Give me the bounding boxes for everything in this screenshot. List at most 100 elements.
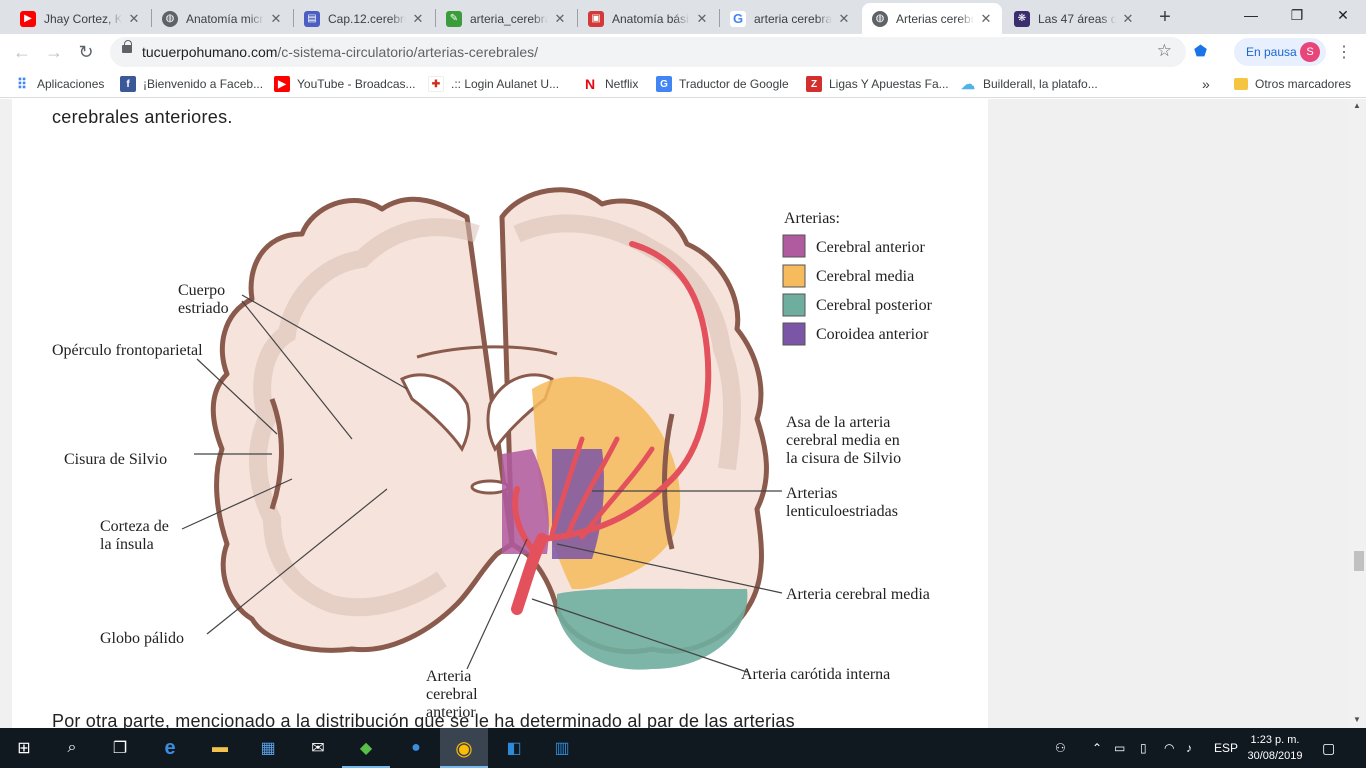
- game-app-icon[interactable]: ◆: [342, 728, 390, 768]
- edge-icon[interactable]: e: [146, 728, 194, 768]
- tab-title: Anatomía micr...: [186, 12, 264, 26]
- bookmark-other[interactable]: Otros marcadores: [1234, 75, 1351, 93]
- bookmark-label: Aplicaciones: [37, 77, 104, 91]
- bookmark-label: YouTube - Broadcas...: [297, 77, 416, 91]
- chevron-up-icon[interactable]: ⌃: [1092, 728, 1102, 768]
- close-tab-icon[interactable]: ✕: [694, 11, 710, 27]
- legend-label-cerebral-posterior: Cerebral posterior: [816, 297, 933, 314]
- extension-icon[interactable]: ⬟: [1194, 42, 1212, 60]
- profile-status: En pausa: [1246, 45, 1297, 59]
- tab-8[interactable]: ❋ Las 47 áreas de... ✕: [1004, 3, 1144, 34]
- close-tab-icon[interactable]: ✕: [978, 11, 994, 27]
- close-window-button[interactable]: ✕: [1320, 0, 1366, 30]
- legend-label-coroidea-anterior: Coroidea anterior: [816, 326, 929, 343]
- address-bar[interactable]: tucuerpohumano.com/c-sistema-circulatori…: [110, 37, 1186, 67]
- keyboard-icon[interactable]: ▭: [1114, 728, 1125, 768]
- profile-button[interactable]: En pausa S: [1234, 38, 1326, 66]
- search-icon[interactable]: ⌕: [48, 728, 96, 768]
- territory-cerebral-posterior: [557, 589, 747, 670]
- zoom-icon[interactable]: ●: [392, 728, 440, 768]
- close-tab-icon[interactable]: ✕: [410, 11, 426, 27]
- volume-icon[interactable]: ♪: [1186, 728, 1192, 768]
- article-text-bottom: Por otra parte, mencionado a la distribu…: [52, 711, 795, 728]
- chrome-icon[interactable]: ◉: [440, 728, 488, 768]
- store-icon[interactable]: ▦: [244, 728, 292, 768]
- tab-title: arteria_cerebral...: [470, 12, 548, 26]
- bookmark-star-icon[interactable]: ☆: [1157, 41, 1172, 61]
- bookmark-builderall[interactable]: ☁Builderall, la platafo...: [960, 75, 1098, 93]
- bookmark-youtube[interactable]: ▶YouTube - Broadcas...: [274, 75, 416, 93]
- cloud-icon: ☁: [960, 76, 976, 92]
- bookmark-facebook[interactable]: f¡Bienvenido a Faceb...: [120, 75, 263, 93]
- bookmark-netflix[interactable]: N Netflix: [582, 75, 638, 93]
- close-tab-icon[interactable]: ✕: [126, 11, 142, 27]
- tab-title: Jhay Cortez, Kalin...: [44, 12, 122, 26]
- tab-2[interactable]: ◍ Anatomía micr... ✕: [152, 3, 292, 34]
- label-aci: Arteria carótida interna: [741, 666, 890, 683]
- tab-5[interactable]: ▣ Anatomía básica... ✕: [578, 3, 718, 34]
- image-icon: ▣: [588, 11, 604, 27]
- language-indicator[interactable]: ESP: [1214, 728, 1238, 768]
- label-operculo: Opérculo frontoparietal: [52, 342, 203, 359]
- label-globo: Globo pálido: [100, 630, 184, 647]
- tab-title: Anatomía básica...: [612, 12, 690, 26]
- notifications-icon[interactable]: ▢: [1322, 728, 1335, 768]
- label-cuerpo: Cuerpo: [178, 282, 225, 299]
- label-insula: la ínsula: [100, 536, 154, 553]
- tab-title: Arterias cerebrales: [896, 12, 974, 26]
- back-button[interactable]: ←: [8, 38, 36, 66]
- close-tab-icon[interactable]: ✕: [1120, 11, 1136, 27]
- globe-icon: ◍: [162, 11, 178, 27]
- brain-icon: ❋: [1014, 11, 1030, 27]
- flag-icon: ✚: [428, 76, 444, 92]
- bookmark-label: Otros marcadores: [1255, 77, 1351, 91]
- tab-7-active[interactable]: ◍ Arterias cerebrales ✕: [862, 3, 1002, 34]
- scroll-thumb[interactable]: [1354, 551, 1364, 571]
- more-menu-icon[interactable]: ⋮: [1336, 42, 1352, 62]
- youtube-icon: ▶: [20, 11, 36, 27]
- page-scrollbar[interactable]: ▲ ▼: [1349, 99, 1366, 728]
- bookmark-label: ¡Bienvenido a Faceb...: [143, 77, 263, 91]
- start-button[interactable]: ⊞: [0, 728, 48, 768]
- minimize-button[interactable]: —: [1228, 0, 1274, 30]
- battery-icon[interactable]: ▯: [1140, 728, 1147, 768]
- wifi-icon[interactable]: ◠: [1164, 728, 1174, 768]
- tab-4[interactable]: ✎ arteria_cerebral... ✕: [436, 3, 576, 34]
- legend-label-cerebral-media: Cerebral media: [816, 268, 914, 285]
- clock-date: 30/08/2019: [1240, 748, 1310, 764]
- reload-button[interactable]: ↻: [72, 38, 100, 66]
- mail-icon[interactable]: ✉: [294, 728, 342, 768]
- tab-6[interactable]: G arteria cerebral... ✕: [720, 3, 860, 34]
- new-tab-button[interactable]: +: [1152, 5, 1178, 31]
- tab-title: arteria cerebral...: [754, 12, 832, 26]
- more-bookmarks-chevron-icon[interactable]: »: [1202, 75, 1210, 93]
- forward-button[interactable]: →: [40, 38, 68, 66]
- close-tab-icon[interactable]: ✕: [552, 11, 568, 27]
- brain-coronal-section-figure: Cuerpo estriado Opérculo frontoparietal …: [12, 149, 988, 728]
- outlook-icon[interactable]: ◧: [490, 728, 538, 768]
- close-tab-icon[interactable]: ✕: [836, 11, 852, 27]
- bookmark-apps[interactable]: ⠿Aplicaciones: [14, 75, 104, 93]
- tab-1[interactable]: ▶ Jhay Cortez, Kalin... ✕: [10, 3, 150, 34]
- people-icon[interactable]: ⚇: [1055, 728, 1066, 768]
- bookmark-aulanet[interactable]: ✚.:: Login Aulanet U...: [428, 75, 559, 93]
- page-viewport[interactable]: cerebrales anteriores.: [0, 99, 1366, 728]
- edit-icon: ✎: [446, 11, 462, 27]
- browser-toolbar: ← → ↻ tucuerpohumano.com/c-sistema-circu…: [0, 34, 1366, 70]
- trello-icon[interactable]: ▥: [538, 728, 586, 768]
- restore-button[interactable]: ❐: [1274, 0, 1320, 30]
- label-aca-1: Arteria: [426, 668, 471, 685]
- scroll-up-icon[interactable]: ▲: [1353, 101, 1361, 110]
- netflix-icon: N: [582, 76, 598, 92]
- tab-3[interactable]: ▤ Cap.12.cerebro... ✕: [294, 3, 434, 34]
- task-view-icon[interactable]: ❐: [96, 728, 144, 768]
- label-lent-2: lenticuloestriadas: [786, 503, 898, 520]
- scroll-down-icon[interactable]: ▼: [1353, 715, 1361, 724]
- close-tab-icon[interactable]: ✕: [268, 11, 284, 27]
- bookmark-label: Netflix: [605, 77, 638, 91]
- clock[interactable]: 1:23 p. m. 30/08/2019: [1240, 732, 1310, 764]
- file-explorer-icon[interactable]: ▬: [196, 728, 244, 768]
- tab-title: Las 47 áreas de...: [1038, 12, 1116, 26]
